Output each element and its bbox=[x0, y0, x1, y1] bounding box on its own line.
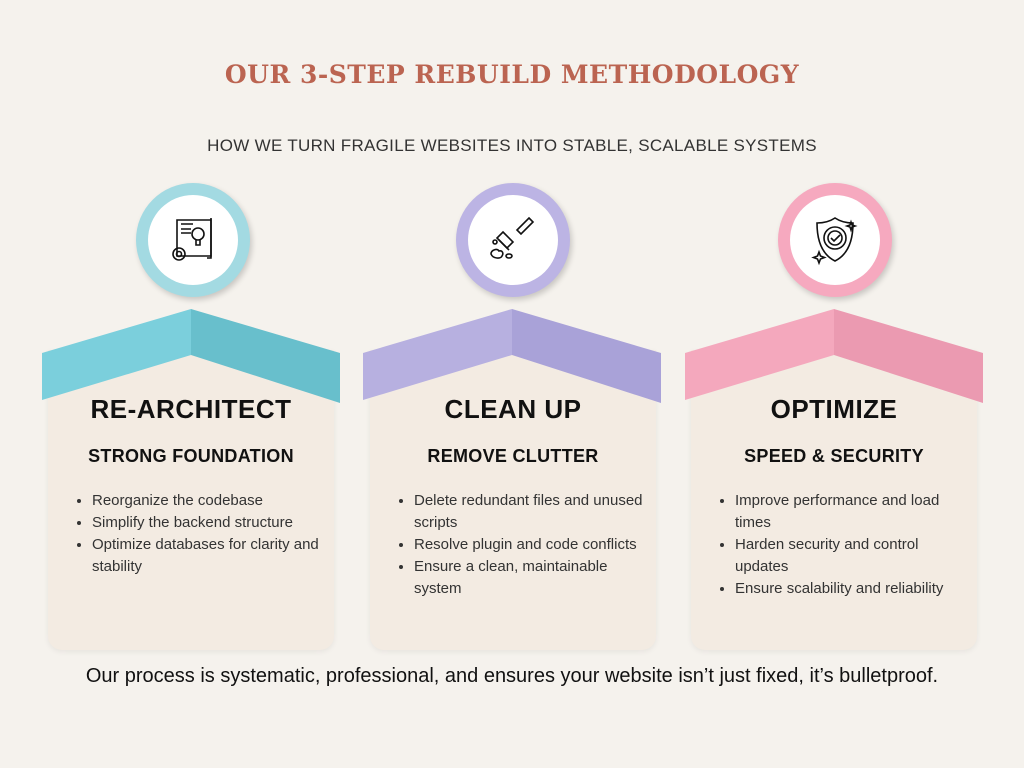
list-item: Simplify the backend structure bbox=[92, 512, 324, 534]
step-title: CLEAN UP bbox=[444, 394, 582, 424]
list-item: Ensure a clean, maintainable system bbox=[414, 556, 646, 600]
step-subtitle: STRONG FOUNDATION bbox=[88, 446, 294, 466]
list-item: Delete redundant files and unused script… bbox=[414, 490, 646, 534]
shield-check-icon bbox=[811, 217, 858, 266]
step-title: OPTIMIZE bbox=[770, 394, 898, 424]
bullet-list: Delete redundant files and unused script… bbox=[396, 490, 646, 600]
list-item: Resolve plugin and code conflicts bbox=[414, 534, 646, 556]
roof-banner bbox=[42, 309, 340, 403]
roof-banner bbox=[685, 309, 983, 403]
step-title: RE-ARCHITECT bbox=[90, 394, 292, 424]
page-subtitle: HOW WE TURN FRAGILE WEBSITES INTO STABLE… bbox=[207, 136, 817, 155]
step-subtitle: SPEED & SECURITY bbox=[744, 446, 924, 466]
list-item: Optimize databases for clarity and stabi… bbox=[92, 534, 324, 578]
step-icon-circle bbox=[136, 183, 250, 297]
step-icon-circle bbox=[778, 183, 892, 297]
step-card-re-architect: RE-ARCHITECT STRONG FOUNDATION Reorganiz… bbox=[48, 350, 334, 650]
list-item: Ensure scalability and reliability bbox=[735, 578, 967, 600]
blueprint-gear-bulb-icon bbox=[172, 218, 212, 261]
footer-statement: Our process is systematic, professional,… bbox=[85, 665, 939, 687]
bullet-list: Reorganize the codebase Simplify the bac… bbox=[74, 490, 324, 578]
roof-banner bbox=[363, 309, 661, 403]
step-icon-circle bbox=[456, 183, 570, 297]
broom-icon bbox=[490, 216, 535, 259]
step-subtitle: REMOVE CLUTTER bbox=[427, 446, 599, 466]
page-title: OUR 3-STEP REBUILD METHODOLOGY bbox=[224, 60, 800, 89]
step-card-optimize: OPTIMIZE SPEED & SECURITY Improve perfor… bbox=[691, 350, 977, 650]
bullet-list: Improve performance and load times Harde… bbox=[717, 490, 967, 600]
list-item: Improve performance and load times bbox=[735, 490, 967, 534]
step-card-clean-up: CLEAN UP REMOVE CLUTTER Delete redundant… bbox=[370, 350, 656, 650]
list-item: Reorganize the codebase bbox=[92, 490, 324, 512]
list-item: Harden security and control updates bbox=[735, 534, 967, 578]
